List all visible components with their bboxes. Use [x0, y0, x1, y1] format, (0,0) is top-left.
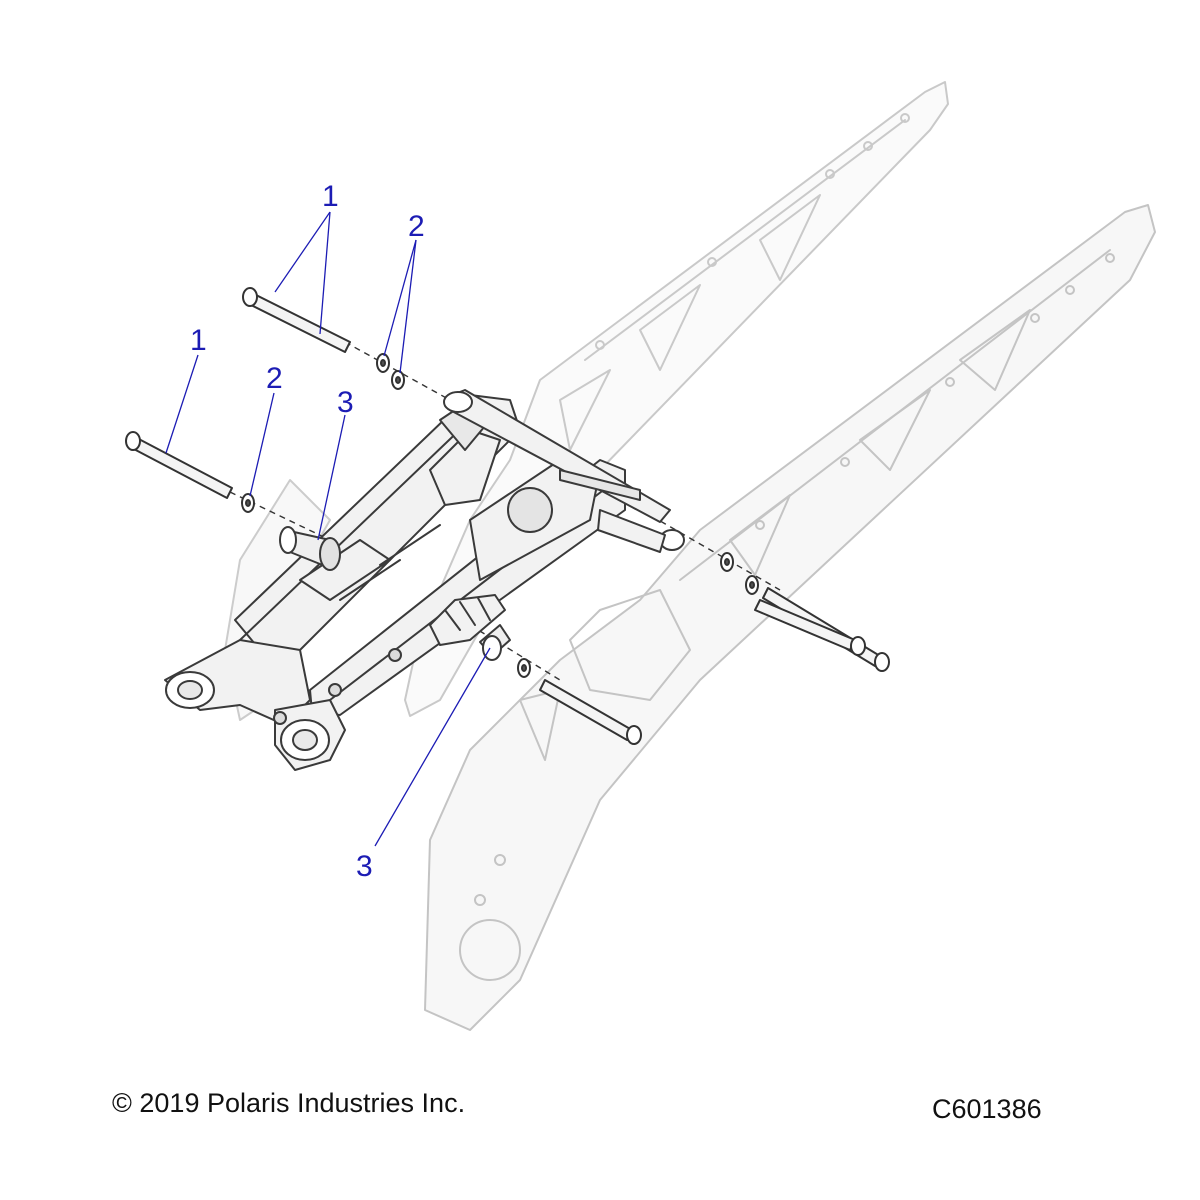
- bolt-left: [125, 431, 233, 499]
- callout-1-left: 1: [190, 324, 207, 357]
- washer-left: [241, 493, 255, 513]
- rail-beam-front: [424, 204, 1156, 1031]
- washer-upper-b: [391, 370, 405, 390]
- drawing-number: C601386: [932, 1094, 1042, 1124]
- washer-lower: [517, 658, 531, 678]
- bolt-right-mid: [754, 599, 866, 656]
- washer-right-b: [745, 575, 759, 595]
- callout-leaders: [165, 211, 491, 847]
- idler-wheel-lower: [479, 624, 511, 661]
- copyright-notice: © 2019 Polaris Industries Inc.: [112, 1088, 466, 1118]
- bolt-lower: [539, 679, 642, 745]
- rail-beam-rear: [404, 81, 949, 717]
- callout-3-lower: 3: [356, 850, 373, 883]
- bolt-upper: [242, 287, 351, 353]
- callout-2-left: 2: [266, 362, 283, 395]
- washer-upper-a: [376, 353, 390, 373]
- swingarm-assembly: [164, 389, 685, 771]
- washer-right-a: [720, 552, 734, 572]
- callout-2-upper: 2: [408, 210, 425, 243]
- assembly-axis-lines: [229, 341, 781, 681]
- callout-1-upper: 1: [322, 180, 339, 213]
- callout-3-upper: 3: [337, 386, 354, 419]
